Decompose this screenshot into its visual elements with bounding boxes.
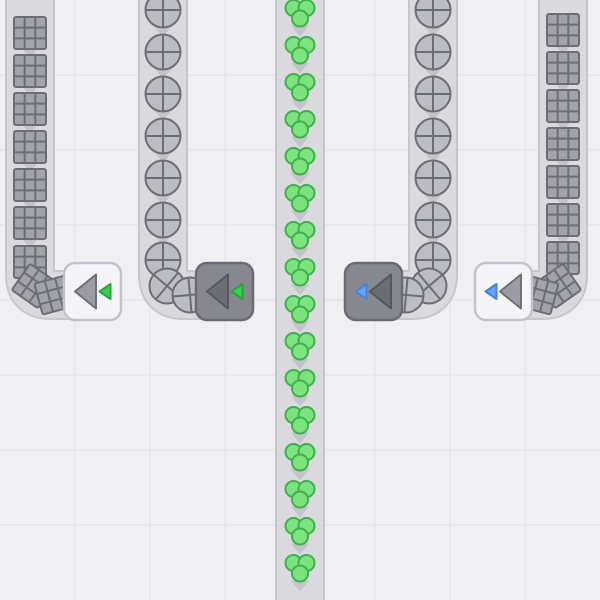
item-square-grid: [546, 203, 580, 237]
belt-direction-chevron: [291, 210, 309, 222]
item-circle-cross: [414, 117, 452, 155]
item-circle-cross: [144, 117, 182, 155]
item-square-grid: [13, 206, 47, 240]
belt-direction-chevron: [291, 99, 309, 111]
item-green-cluster: [284, 295, 316, 324]
conveyor-belt-3[interactable]: [275, 0, 325, 600]
belt-direction-chevron: [154, 26, 172, 37]
item-green-cluster: [284, 110, 316, 139]
item-green-cluster: [284, 554, 316, 583]
item-green-cluster: [284, 517, 316, 546]
belt-direction-chevron: [154, 152, 172, 163]
item-square-grid: [546, 51, 580, 85]
belt-direction-chevron: [424, 26, 442, 37]
belt-items: [518, 13, 582, 316]
device-dark-blue[interactable]: [343, 261, 404, 322]
item-green-cluster: [284, 221, 316, 250]
belt-direction-chevron: [291, 62, 309, 74]
conveyor-belt-1[interactable]: [5, 0, 97, 320]
belt-direction-chevron: [291, 173, 309, 185]
belt-chevrons: [291, 25, 309, 592]
belt-direction-chevron: [424, 110, 442, 121]
conveyor-belt-5[interactable]: [497, 0, 588, 320]
belt-direction-chevron: [154, 68, 172, 79]
device-dark-green[interactable]: [194, 261, 255, 322]
item-green-cluster: [284, 406, 316, 435]
device-arrow-icon: [499, 273, 522, 310]
item-circle-cross: [144, 33, 182, 71]
item-square-grid: [546, 165, 580, 199]
belt-direction-chevron: [291, 543, 309, 555]
belt-direction-chevron: [291, 358, 309, 370]
item-square-grid: [13, 54, 47, 88]
item-green-cluster: [284, 258, 316, 287]
belt-items: [284, 0, 316, 583]
item-green-cluster: [284, 0, 316, 28]
item-circle-cross: [414, 201, 452, 239]
belt-direction-chevron: [424, 194, 442, 205]
item-green-cluster: [284, 184, 316, 213]
device-light-blue[interactable]: [473, 261, 534, 322]
belt-direction-chevron: [291, 469, 309, 481]
item-green-cluster: [284, 73, 316, 102]
belt-direction-chevron: [291, 395, 309, 407]
belt-direction-chevron: [21, 237, 39, 249]
belt-direction-chevron: [291, 247, 309, 259]
item-green-cluster: [284, 480, 316, 509]
conveyor-belt-4[interactable]: [367, 0, 458, 320]
item-circle-cross: [414, 159, 452, 197]
device-channel-flag-icon: [98, 283, 112, 300]
belt-direction-chevron: [291, 25, 309, 37]
item-circle-cross: [414, 0, 452, 29]
item-circle-cross: [144, 201, 182, 239]
belt-direction-chevron: [291, 136, 309, 148]
device-channel-flag-icon: [230, 283, 244, 300]
item-circle-cross: [144, 159, 182, 197]
belt-direction-chevron: [291, 284, 309, 296]
item-circle-cross: [144, 75, 182, 113]
item-green-cluster: [284, 369, 316, 398]
item-green-cluster: [284, 36, 316, 65]
item-green-cluster: [284, 147, 316, 176]
belt-items: [144, 0, 209, 314]
conveyor-belt-2[interactable]: [138, 0, 230, 320]
item-square-grid: [13, 130, 47, 164]
device-arrow-icon: [206, 273, 229, 310]
item-green-cluster: [284, 443, 316, 472]
device-arrow-icon: [369, 273, 392, 310]
device-arrow-icon: [74, 273, 97, 310]
device-channel-flag-icon: [484, 283, 498, 300]
item-square-grid: [13, 168, 47, 202]
belt-direction-chevron: [291, 432, 309, 444]
item-square-grid: [546, 13, 580, 47]
belt-direction-chevron: [424, 152, 442, 163]
item-circle-cross: [144, 0, 182, 29]
belt-direction-chevron: [291, 321, 309, 333]
item-circle-cross: [414, 75, 452, 113]
belt-direction-chevron: [291, 506, 309, 518]
item-green-cluster: [284, 332, 316, 361]
item-square-grid: [546, 89, 580, 123]
item-circle-cross: [414, 33, 452, 71]
belt-direction-chevron: [291, 580, 309, 592]
device-light-green[interactable]: [62, 261, 123, 322]
item-square-grid: [13, 92, 47, 126]
device-channel-flag-icon: [354, 283, 368, 300]
belt-direction-chevron: [154, 194, 172, 205]
belt-direction-chevron: [154, 110, 172, 121]
item-square-grid: [546, 127, 580, 161]
belt-direction-chevron: [424, 68, 442, 79]
item-square-grid: [13, 16, 47, 50]
